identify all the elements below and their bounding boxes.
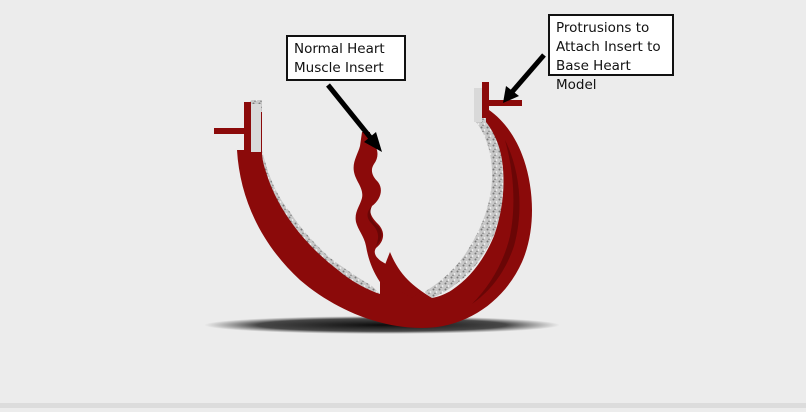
left-protrusion-post [244, 102, 251, 152]
right-protrusion-bar [482, 100, 522, 106]
protrusions-arrow [503, 53, 546, 103]
left-protrusion-face [251, 104, 261, 152]
base-heart-wall [237, 108, 532, 328]
insert-shading [367, 206, 382, 246]
ground-shadow [204, 316, 560, 334]
right-porous-surface [424, 102, 506, 298]
muscle-insert [353, 132, 420, 298]
protrusions-label: Protrusions to Attach Insert to Base Hea… [548, 14, 674, 93]
bottom-strip [0, 403, 806, 408]
right-protrusion-face [474, 88, 482, 122]
insert-arrow [326, 83, 382, 152]
insert-label: Normal Heart Muscle Insert [286, 35, 406, 81]
left-protrusion-bar [214, 128, 252, 134]
